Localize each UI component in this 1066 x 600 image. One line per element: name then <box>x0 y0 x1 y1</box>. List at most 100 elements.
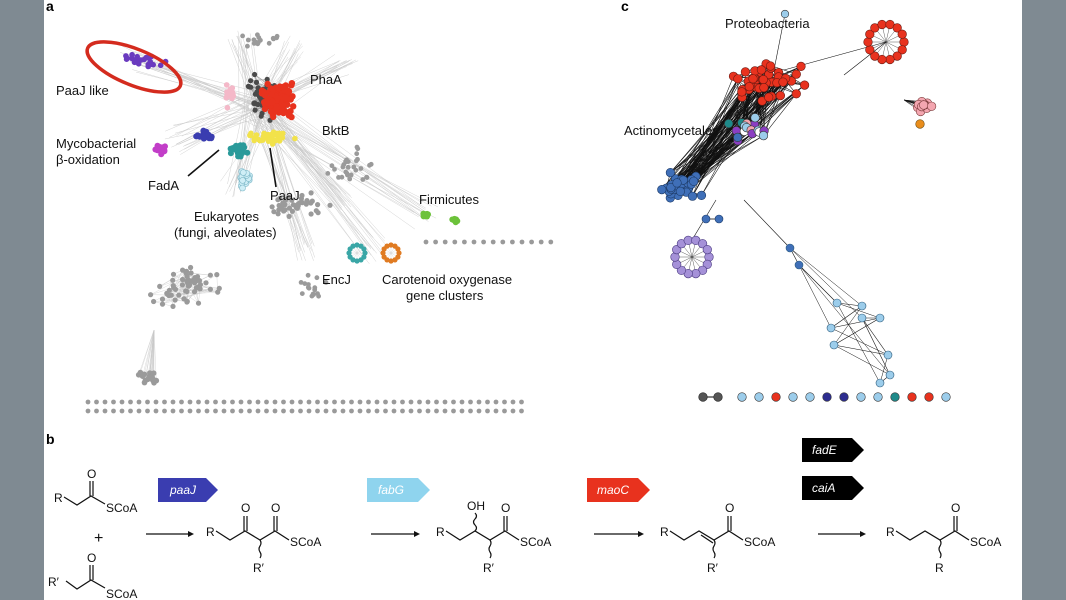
node-singleton <box>128 399 133 405</box>
node-singleton <box>111 408 116 414</box>
node-singleton <box>856 392 866 402</box>
node-singleton <box>179 399 184 405</box>
node-pink <box>224 89 230 95</box>
node-proteobacteria <box>756 65 767 75</box>
node-lightblue <box>794 260 804 270</box>
network-edge <box>264 103 377 262</box>
node-firmicutes <box>424 210 431 217</box>
node-mycobacterial <box>156 143 163 150</box>
node-core <box>248 78 254 84</box>
node-proteobacteria <box>863 37 873 47</box>
node-proteobacteria <box>733 74 743 84</box>
network-edge <box>789 247 863 307</box>
node-other <box>298 280 304 285</box>
node-other <box>207 272 213 278</box>
node-other <box>180 276 186 283</box>
node-singleton <box>423 239 429 245</box>
node-singleton <box>490 239 496 245</box>
network-edge <box>836 302 881 384</box>
node-singleton <box>805 392 815 402</box>
node-singleton <box>264 399 269 405</box>
node-singleton <box>187 408 193 414</box>
network-edge <box>743 199 791 249</box>
node-singleton <box>873 392 883 402</box>
gene-arrow-fade: fadE <box>802 438 864 462</box>
node-other <box>297 200 303 206</box>
gene-label-caia: caiA <box>812 481 835 495</box>
node-paaj <box>239 144 246 151</box>
label-mycobacterial-1: Mycobacterial <box>56 136 136 151</box>
node-paaj-like <box>157 62 164 69</box>
network-edge <box>250 79 268 81</box>
node-phaa <box>287 96 294 103</box>
node-other <box>159 296 166 302</box>
node-phaa <box>274 95 281 102</box>
node-singleton <box>433 239 438 245</box>
node-actinomycetales <box>672 178 682 188</box>
node-singleton <box>204 399 210 405</box>
network-edge <box>150 284 183 295</box>
node-other <box>340 164 346 170</box>
node-other <box>170 277 176 283</box>
node-singleton <box>366 408 371 414</box>
network-edge <box>267 100 386 257</box>
node-mixed <box>758 131 769 141</box>
node-singleton <box>519 408 524 414</box>
node-paaj-like <box>129 51 135 58</box>
node-mycobacterial <box>161 147 168 154</box>
network-edge <box>670 91 743 173</box>
node-eukaryotes <box>240 169 247 176</box>
node-singleton <box>85 399 91 405</box>
network-edge <box>249 99 372 250</box>
node-other <box>339 174 345 180</box>
node-singleton <box>510 239 515 245</box>
node-other <box>325 171 331 176</box>
node-other <box>289 197 295 203</box>
network-edge <box>879 354 889 384</box>
node-other <box>157 283 163 289</box>
label-mycobacterial-2: β-oxidation <box>56 152 120 167</box>
network-edge <box>145 329 155 381</box>
node-singleton <box>196 408 201 414</box>
node-singleton <box>417 399 422 405</box>
network-edge <box>789 247 863 319</box>
node-lavender <box>702 245 712 255</box>
node-singleton <box>452 239 458 245</box>
reaction-arrows <box>146 531 866 537</box>
node-singleton <box>400 408 405 414</box>
node-other <box>188 264 194 271</box>
label-eukaryotes-2: (fungi, alveolates) <box>174 225 277 240</box>
node-other <box>245 37 251 43</box>
node-phaa <box>265 100 272 107</box>
node-other <box>315 291 320 296</box>
node-encj <box>361 246 367 252</box>
node-other <box>192 275 198 281</box>
node-singleton <box>737 392 747 402</box>
node-phaa <box>282 94 289 102</box>
node-other <box>306 282 311 287</box>
node-mixed <box>724 118 734 129</box>
node-other <box>345 164 351 170</box>
network-edge <box>798 264 838 304</box>
network-edge <box>830 305 863 329</box>
node-other <box>314 275 320 281</box>
node-other <box>245 43 250 49</box>
node-proteobacteria <box>740 67 751 77</box>
node-pink <box>224 104 231 111</box>
node-proteobacteria <box>759 82 769 93</box>
node-other <box>195 300 202 306</box>
node-other <box>170 283 176 289</box>
node-phaa <box>287 108 294 115</box>
node-other <box>150 370 157 377</box>
node-proteobacteria <box>877 19 887 30</box>
node-other <box>290 202 296 208</box>
node-singleton <box>119 399 125 405</box>
node-actinomycetales <box>696 190 707 200</box>
network-edge <box>179 103 266 152</box>
node-singleton <box>289 399 295 405</box>
node-other <box>343 169 349 175</box>
node-other <box>360 177 366 182</box>
network-edge <box>763 79 784 136</box>
node-singleton <box>493 399 499 405</box>
node-singleton <box>221 399 227 405</box>
